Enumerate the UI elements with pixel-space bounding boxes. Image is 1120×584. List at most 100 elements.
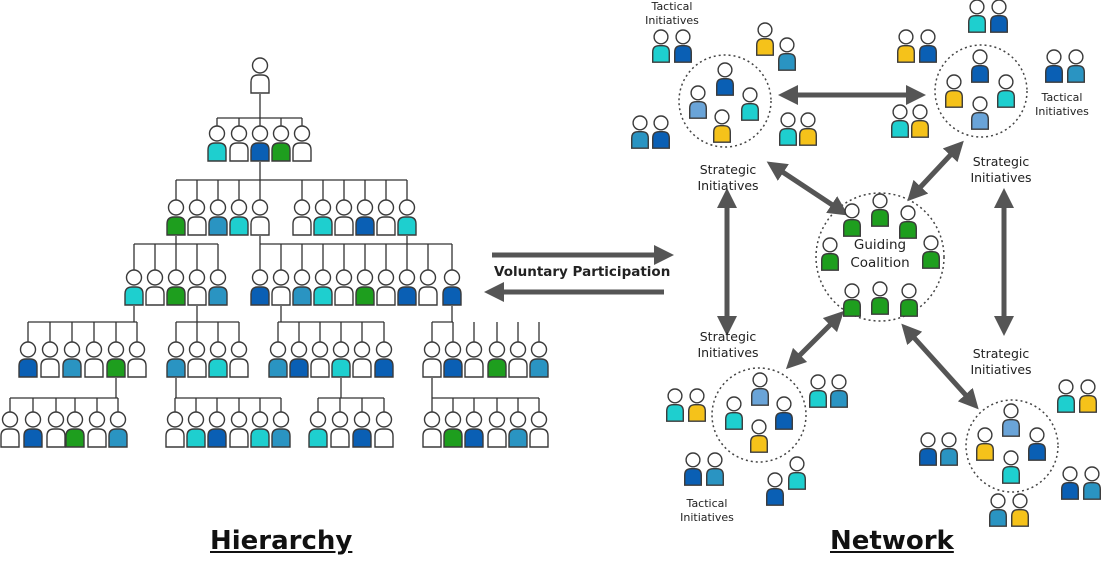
arrow-icon [785, 310, 845, 370]
person-icon [508, 411, 528, 448]
person-icon [652, 29, 670, 63]
person-icon [352, 341, 372, 378]
person-icon [779, 112, 797, 146]
person-icon [843, 203, 861, 237]
person-icon [166, 269, 186, 306]
person-icon [830, 374, 848, 408]
person-icon [508, 341, 528, 378]
person-icon [208, 199, 228, 236]
person-icon [751, 372, 769, 406]
dotted-circle [678, 54, 772, 148]
person-icon [0, 411, 20, 448]
arrow-icon [901, 323, 979, 410]
person-icon [418, 269, 438, 306]
person-icon [666, 388, 684, 422]
person-icon [330, 411, 350, 448]
person-icon [271, 411, 291, 448]
person-icon [187, 269, 207, 306]
person-icon [1002, 450, 1020, 484]
person-icon [799, 112, 817, 146]
person-icon [809, 374, 827, 408]
person-icon [145, 269, 165, 306]
person-icon [331, 341, 351, 378]
person-icon [788, 456, 806, 490]
person-icon [652, 115, 670, 149]
person-icon [313, 199, 333, 236]
person-icon [1083, 466, 1101, 500]
person-icon [313, 269, 333, 306]
person-icon [229, 411, 249, 448]
arrow-icon [907, 140, 964, 202]
people-icons [0, 57, 549, 448]
person-icon [766, 472, 784, 506]
person-icon [355, 199, 375, 236]
person-icon [334, 199, 354, 236]
person-icon [487, 411, 507, 448]
person-icon [778, 37, 796, 71]
person-icon [897, 29, 915, 63]
person-icon [166, 199, 186, 236]
dotted-circle [934, 44, 1028, 138]
person-icon [250, 199, 270, 236]
person-icon [187, 341, 207, 378]
person-icon [442, 269, 462, 306]
person-icon [940, 432, 958, 466]
person-icon [919, 432, 937, 466]
person-icon [631, 115, 649, 149]
person-icon [268, 341, 288, 378]
person-icon [716, 62, 734, 96]
person-icon [871, 281, 889, 315]
person-icon [229, 125, 249, 162]
person-icon [529, 341, 549, 378]
person-icon [422, 411, 442, 448]
person-icon [422, 341, 442, 378]
person-icon [529, 411, 549, 448]
person-icon [443, 411, 463, 448]
hierarchy-title: Hierarchy [210, 526, 353, 556]
person-icon [1045, 49, 1063, 83]
person-icon [166, 341, 186, 378]
person-icon [911, 104, 929, 138]
person-icon [292, 199, 312, 236]
person-icon [207, 411, 227, 448]
org-chart-lines [9, 94, 540, 412]
person-icon [187, 199, 207, 236]
person-icon [310, 341, 330, 378]
person-icon [487, 341, 507, 378]
person-icon [1057, 379, 1075, 413]
person-icon [65, 411, 85, 448]
person-icon [1067, 49, 1085, 83]
person-icon [821, 237, 839, 271]
person-icon [989, 493, 1007, 527]
person-icon [725, 396, 743, 430]
person-icon [108, 411, 128, 448]
person-icon [23, 411, 43, 448]
arrow-icon [766, 161, 849, 216]
person-icon [741, 87, 759, 121]
person-icon [976, 427, 994, 461]
person-icon [250, 125, 270, 162]
person-icon [971, 96, 989, 130]
dotted-circle [815, 192, 945, 322]
person-icon [127, 341, 147, 378]
person-icon [355, 269, 375, 306]
person-icon [374, 411, 394, 448]
person-icon [1011, 493, 1029, 527]
person-icon [289, 341, 309, 378]
voluntary-participation-label: Voluntary Participation [494, 264, 671, 280]
person-icon [706, 452, 724, 486]
person-icon [775, 396, 793, 430]
person-icon [1028, 427, 1046, 461]
person-icon [397, 269, 417, 306]
person-icon [229, 341, 249, 378]
network-title: Network [830, 526, 954, 556]
person-icon [46, 411, 66, 448]
person-icon [376, 269, 396, 306]
dotted-circle [965, 399, 1059, 493]
